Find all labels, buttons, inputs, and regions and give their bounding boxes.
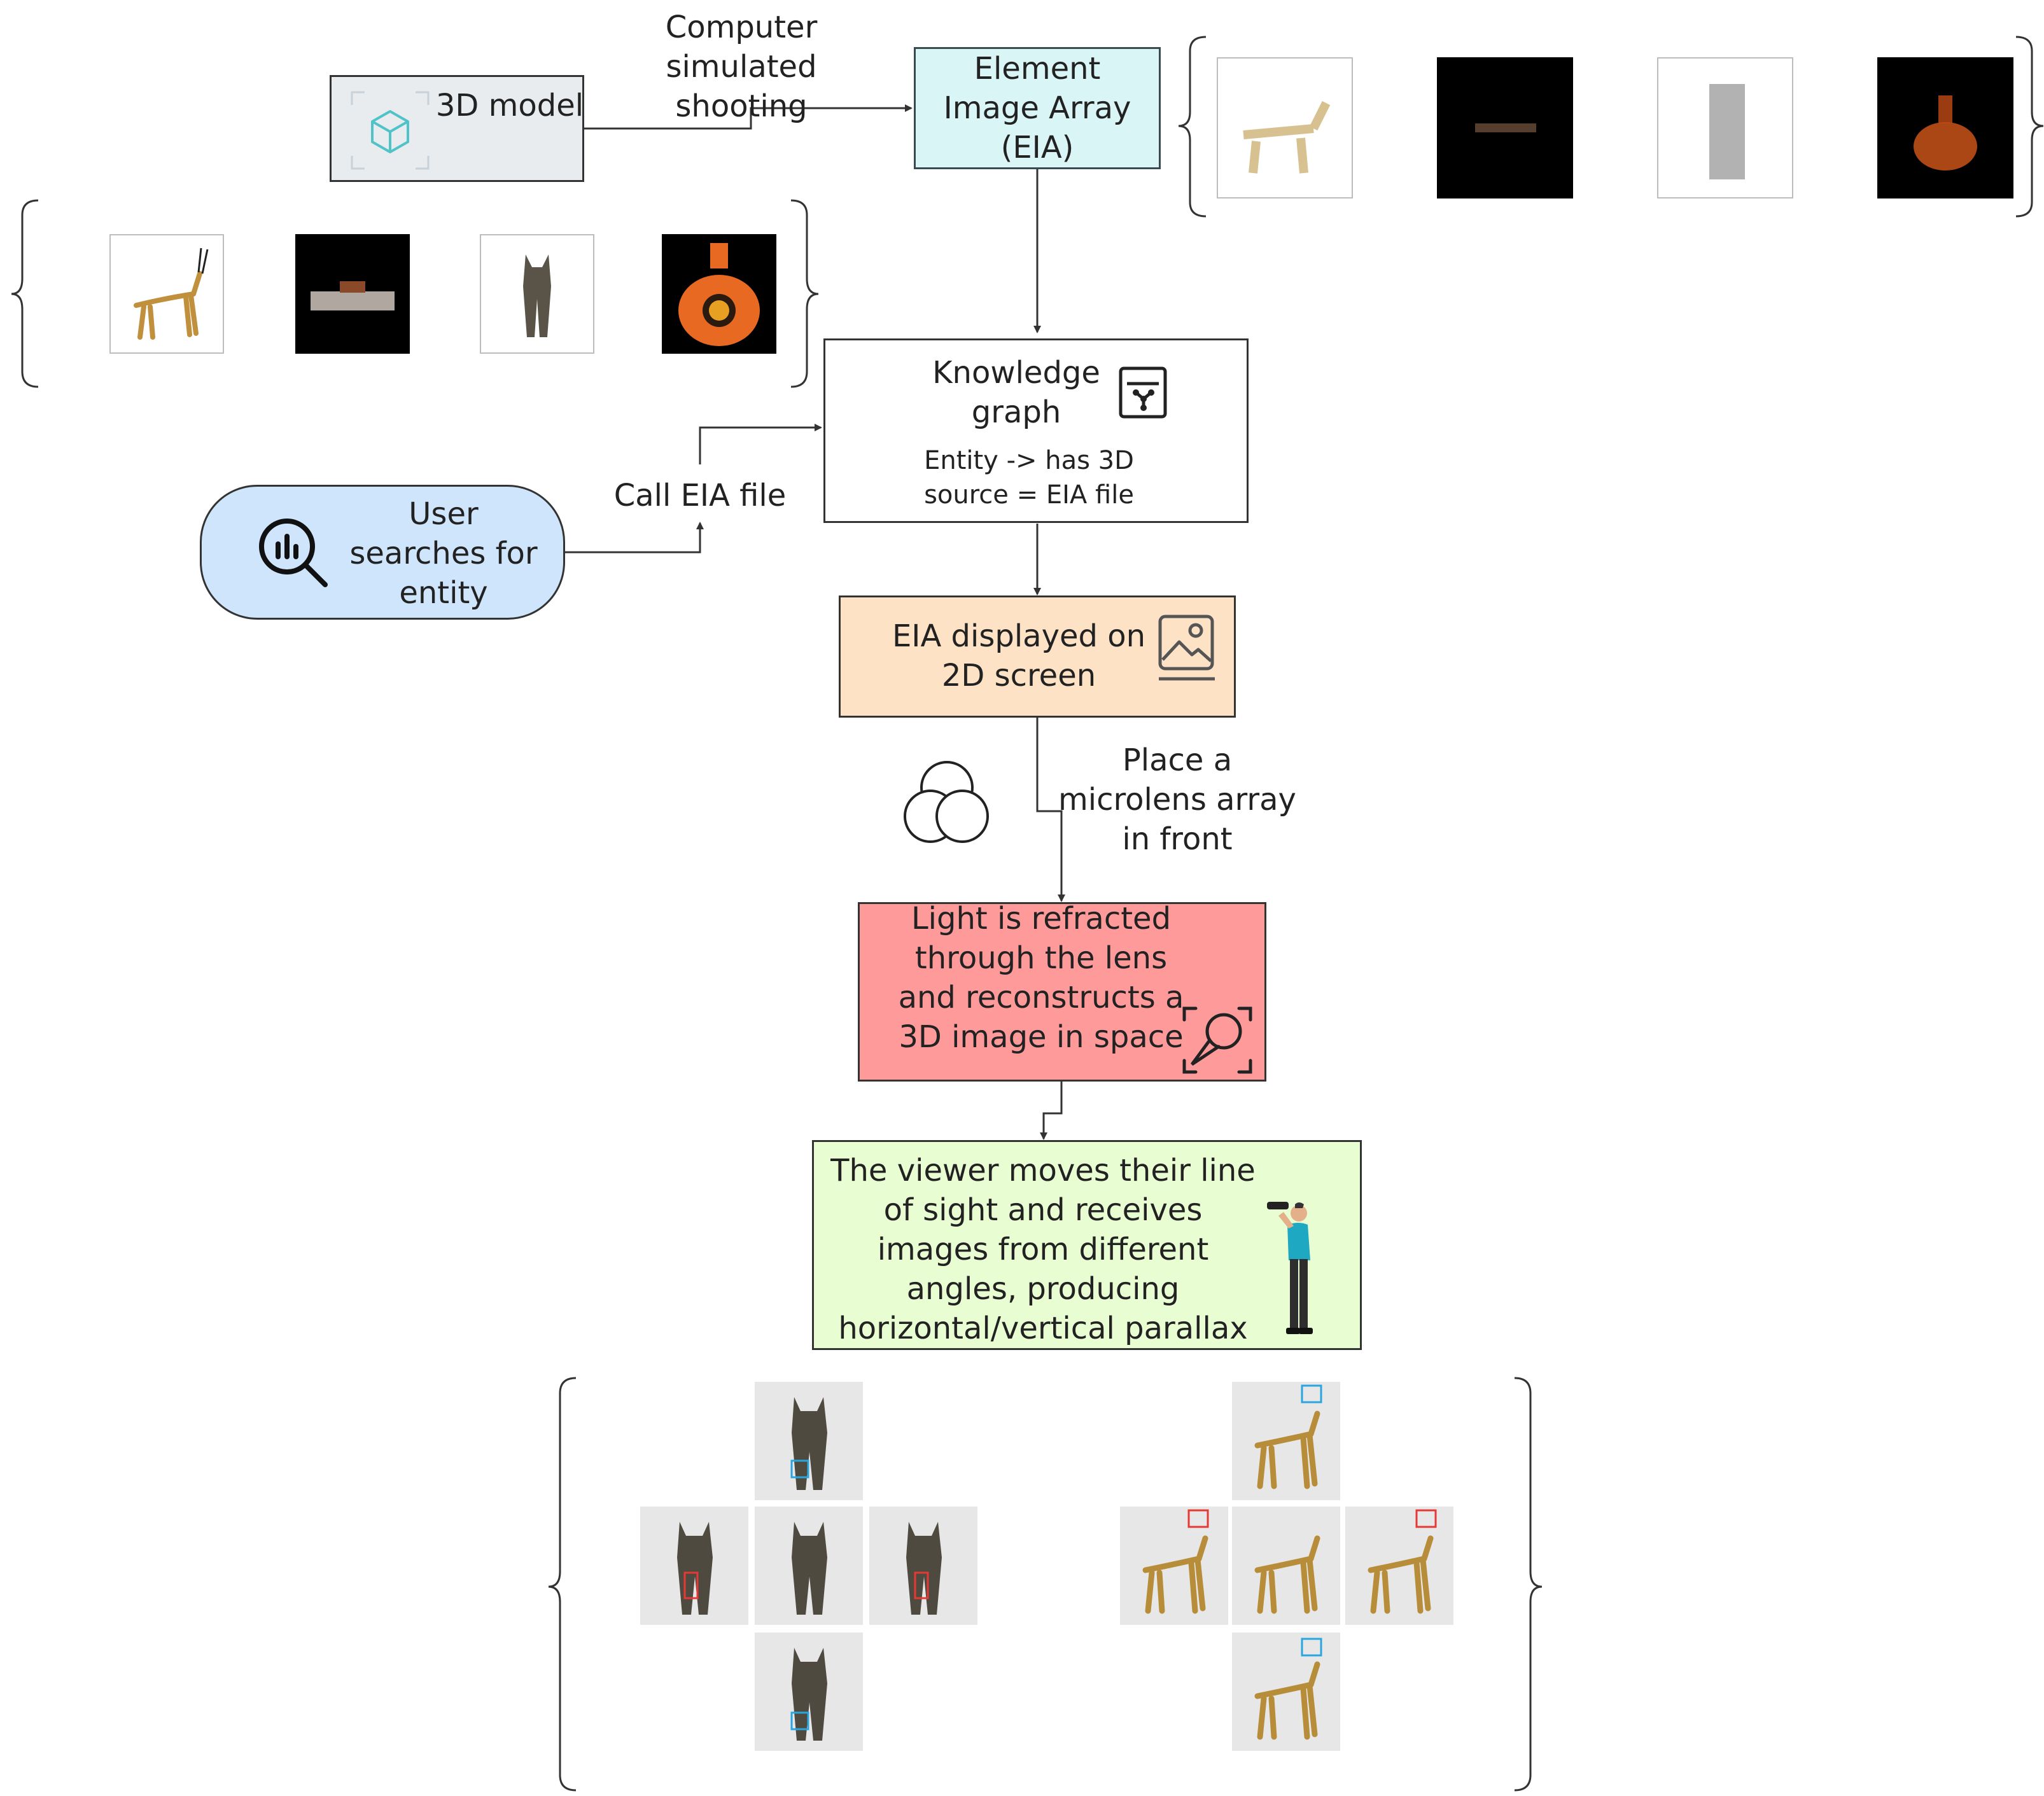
node-eia-display-label: EIA displayed on 2D screen: [892, 618, 1146, 693]
edge-label-shooting: Computer simulated shooting: [665, 10, 818, 124]
braces: [11, 36, 2044, 1792]
node-viewer: The viewer moves their line of sight and…: [812, 1140, 1362, 1350]
parallax-wolf-top: [755, 1382, 863, 1500]
parallax-wolf-bottom: [755, 1632, 863, 1751]
edge-search-to-call: [565, 522, 704, 553]
eia-thumb-building: [1437, 57, 1573, 198]
parallax-wolf-center: [755, 1507, 863, 1625]
parallax-wolf-left: [640, 1507, 748, 1625]
cube-icon: [351, 91, 430, 170]
eia-thumb-gazelle: [1217, 57, 1353, 198]
model-thumb-vase: [662, 234, 776, 354]
connectors: [565, 104, 1065, 1140]
edge-model-to-eia: [584, 104, 913, 130]
eia-thumb-wolf: [1657, 57, 1793, 198]
edge-label-microlens: Place a microlens array in front: [1058, 742, 1296, 857]
brace-bottom-left: [548, 1377, 577, 1792]
parallax-gazelle-left: [1120, 1507, 1228, 1625]
image-icon: [1158, 615, 1215, 681]
node-kg-title: Knowledge graph: [932, 355, 1100, 430]
eia-thumb-vase: [1877, 57, 2013, 198]
brace-top-right-left: [1178, 36, 1207, 218]
node-viewer-label: The viewer moves their line of sight and…: [830, 1153, 1256, 1346]
edge-display-to-refract: [1036, 718, 1065, 902]
brace-mid-left-right: [790, 199, 819, 388]
parallax-gazelle-top: [1232, 1382, 1340, 1500]
node-knowledge-graph: Knowledge graph Entity -> has 3D source …: [823, 338, 1249, 523]
parallax-wolf-right: [869, 1507, 977, 1625]
parallax-gazelle-bottom: [1232, 1632, 1340, 1751]
node-eia-display: EIA displayed on 2D screen: [839, 595, 1236, 718]
node-3d-model: 3D model: [330, 75, 584, 182]
viewer-person-icon: [1267, 1202, 1313, 1334]
node-user-search: User searches for entity: [200, 485, 565, 620]
edge-refract-to-viewer: [1040, 1082, 1063, 1140]
knowledge-graph-icon: [1119, 366, 1167, 419]
parallax-gazelle-right: [1345, 1507, 1453, 1625]
edge-label-call: Call EIA file: [613, 478, 787, 513]
node-3d-model-label: 3D model: [435, 88, 584, 123]
model-thumb-gazelle: [109, 234, 224, 354]
model-thumb-building: [295, 234, 410, 354]
node-user-search-label: User searches for entity: [349, 496, 538, 611]
node-refraction-label: Light is refracted through the lens and …: [898, 901, 1184, 1055]
search-chart-icon: [259, 519, 328, 587]
lens-circles-icon: [904, 761, 989, 843]
edge-call-to-kg: [699, 424, 822, 464]
model-thumb-wolf: [480, 234, 594, 354]
node-refraction: Light is refracted through the lens and …: [858, 901, 1266, 1082]
brace-mid-left-left: [11, 199, 39, 388]
brace-top-right-right: [2015, 36, 2044, 218]
brace-bottom-right: [1514, 1377, 1543, 1792]
node-eia: Element Image Array (EIA): [914, 47, 1161, 169]
node-kg-subtitle: Entity -> has 3D source = EIA file: [924, 446, 1134, 510]
parallax-gazelle-center: [1232, 1507, 1340, 1625]
capture-lens-icon: [1182, 1006, 1252, 1074]
